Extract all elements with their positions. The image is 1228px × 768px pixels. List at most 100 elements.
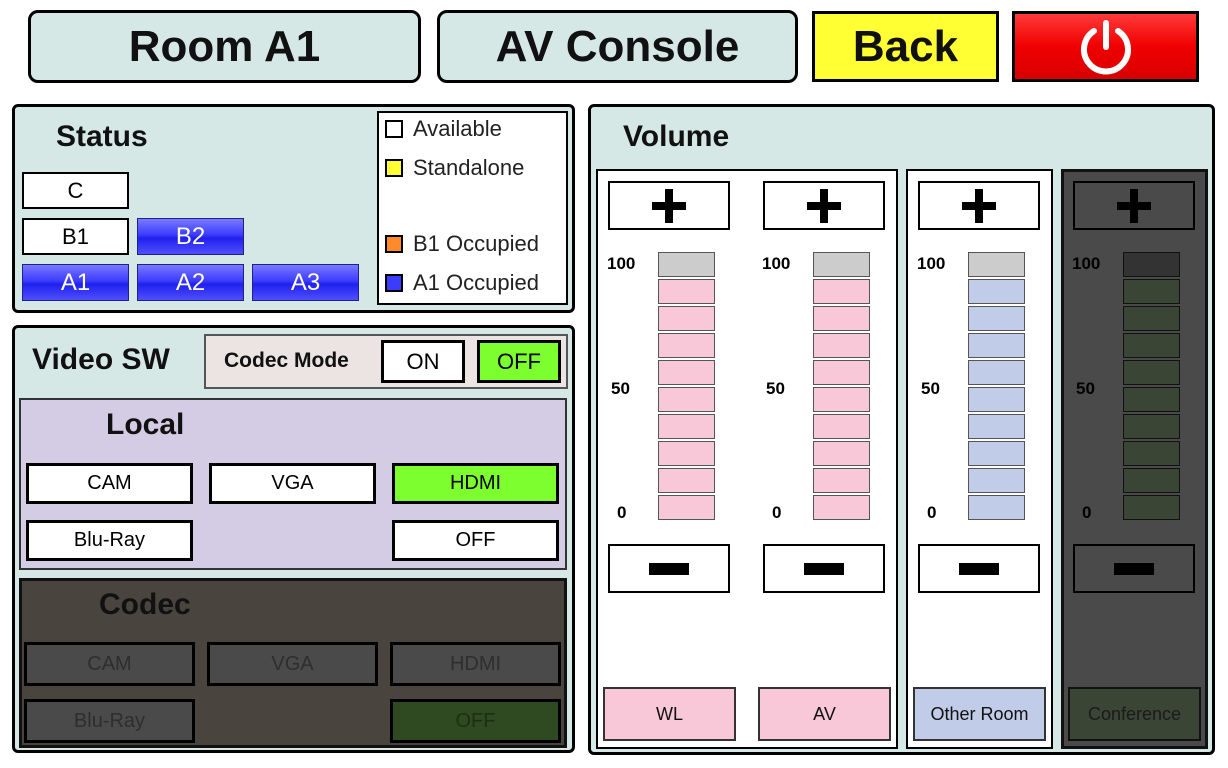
codec-off-button[interactable]: OFF xyxy=(390,699,561,743)
volume-segment xyxy=(968,279,1025,304)
legend-swatch xyxy=(385,274,403,292)
plus-icon xyxy=(807,188,841,223)
volume-segment xyxy=(1123,414,1180,439)
volume-segment xyxy=(1123,441,1180,466)
volume-segment xyxy=(813,414,870,439)
volume-title: Volume xyxy=(623,120,730,153)
av-scale-50: 50 xyxy=(766,379,785,398)
volume-segment xyxy=(813,360,870,385)
legend-available: Available xyxy=(385,116,502,142)
volume-segment xyxy=(658,387,715,412)
volume-segment xyxy=(658,468,715,493)
volume-segment xyxy=(813,279,870,304)
volume-segment xyxy=(658,252,715,277)
volume-segment xyxy=(813,252,870,277)
volume-segment xyxy=(1123,306,1180,331)
conference-scale-50: 50 xyxy=(1076,379,1095,398)
codec-mode-on-button[interactable]: ON xyxy=(381,340,465,383)
local-cam-button[interactable]: CAM xyxy=(26,463,193,504)
volume-segment xyxy=(658,333,715,358)
conference-volume-up-button[interactable] xyxy=(1073,181,1195,230)
back-button[interactable]: Back xyxy=(812,11,999,82)
codec-cam-button[interactable]: CAM xyxy=(24,642,195,686)
video-sw-title: Video SW xyxy=(32,343,170,376)
conference-scale-100: 100 xyxy=(1072,254,1101,273)
codec-bluray-button[interactable]: Blu-Ray xyxy=(24,699,195,743)
av-volume-meter[interactable] xyxy=(813,252,870,524)
local-title: Local xyxy=(106,408,185,441)
legend-label: Available xyxy=(413,116,502,141)
volume-segment xyxy=(658,495,715,520)
volume-segment xyxy=(1123,387,1180,412)
legend-a1-occupied: A1 Occupied xyxy=(385,270,539,296)
volume-segment xyxy=(968,252,1025,277)
codec-hdmi-button[interactable]: HDMI xyxy=(390,642,561,686)
av-volume-up-button[interactable] xyxy=(763,181,885,230)
other-room-scale-50: 50 xyxy=(921,379,940,398)
av-scale-0: 0 xyxy=(772,503,782,522)
volume-segment xyxy=(968,468,1025,493)
minus-icon xyxy=(959,562,999,575)
legend-standalone: Standalone xyxy=(385,155,524,181)
conference-channel-label[interactable]: Conference xyxy=(1068,687,1201,741)
volume-segment xyxy=(813,306,870,331)
wl-volume-meter[interactable] xyxy=(658,252,715,524)
av-scale-100: 100 xyxy=(762,254,791,273)
console-title: AV Console xyxy=(437,10,798,83)
minus-icon xyxy=(649,562,689,575)
room-c-button[interactable]: C xyxy=(22,172,129,209)
wl-volume-down-button[interactable] xyxy=(608,544,730,593)
volume-segment xyxy=(658,360,715,385)
room-a2-button[interactable]: A2 xyxy=(137,264,244,301)
status-legend xyxy=(377,111,568,305)
other-room-volume-meter[interactable] xyxy=(968,252,1025,524)
wl-scale-100: 100 xyxy=(607,254,636,273)
volume-segment xyxy=(968,387,1025,412)
volume-segment xyxy=(813,441,870,466)
legend-swatch xyxy=(385,120,403,138)
volume-segment xyxy=(658,414,715,439)
other-room-scale-100: 100 xyxy=(917,254,946,273)
av-channel-label[interactable]: AV xyxy=(758,687,891,741)
plus-icon xyxy=(652,188,686,223)
volume-segment xyxy=(658,306,715,331)
wl-channel-label[interactable]: WL xyxy=(603,687,736,741)
local-vga-button[interactable]: VGA xyxy=(209,463,376,504)
other-room-volume-down-button[interactable] xyxy=(918,544,1040,593)
power-button[interactable] xyxy=(1012,11,1199,82)
conference-volume-meter[interactable] xyxy=(1123,252,1180,524)
codec-vga-button[interactable]: VGA xyxy=(207,642,378,686)
local-hdmi-button[interactable]: HDMI xyxy=(392,463,559,504)
volume-segment xyxy=(658,279,715,304)
plus-icon xyxy=(1117,188,1151,223)
room-b1-button[interactable]: B1 xyxy=(22,218,129,255)
volume-segment xyxy=(1123,333,1180,358)
volume-segment xyxy=(813,387,870,412)
legend-label: B1 Occupied xyxy=(413,231,539,256)
room-title: Room A1 xyxy=(28,10,421,83)
codec-mode-off-button[interactable]: OFF xyxy=(477,340,561,383)
wl-scale-0: 0 xyxy=(617,503,627,522)
other-room-volume-up-button[interactable] xyxy=(918,181,1040,230)
room-b2-button[interactable]: B2 xyxy=(137,218,244,255)
volume-segment xyxy=(813,333,870,358)
other-room-scale-0: 0 xyxy=(927,503,937,522)
room-a3-button[interactable]: A3 xyxy=(252,264,359,301)
wl-volume-up-button[interactable] xyxy=(608,181,730,230)
conference-volume-down-button[interactable] xyxy=(1073,544,1195,593)
other-room-channel-label[interactable]: Other Room xyxy=(913,687,1046,741)
minus-icon xyxy=(804,562,844,575)
volume-segment xyxy=(813,468,870,493)
status-title: Status xyxy=(56,120,148,153)
volume-segment xyxy=(1123,252,1180,277)
local-bluray-button[interactable]: Blu-Ray xyxy=(26,520,193,561)
volume-segment xyxy=(968,441,1025,466)
av-volume-down-button[interactable] xyxy=(763,544,885,593)
volume-segment xyxy=(968,495,1025,520)
codec-title: Codec xyxy=(99,588,191,621)
room-a1-button[interactable]: A1 xyxy=(22,264,129,301)
wl-scale-50: 50 xyxy=(611,379,630,398)
legend-label: A1 Occupied xyxy=(413,270,539,295)
legend-b1-occupied: B1 Occupied xyxy=(385,231,539,257)
local-off-button[interactable]: OFF xyxy=(392,520,559,561)
